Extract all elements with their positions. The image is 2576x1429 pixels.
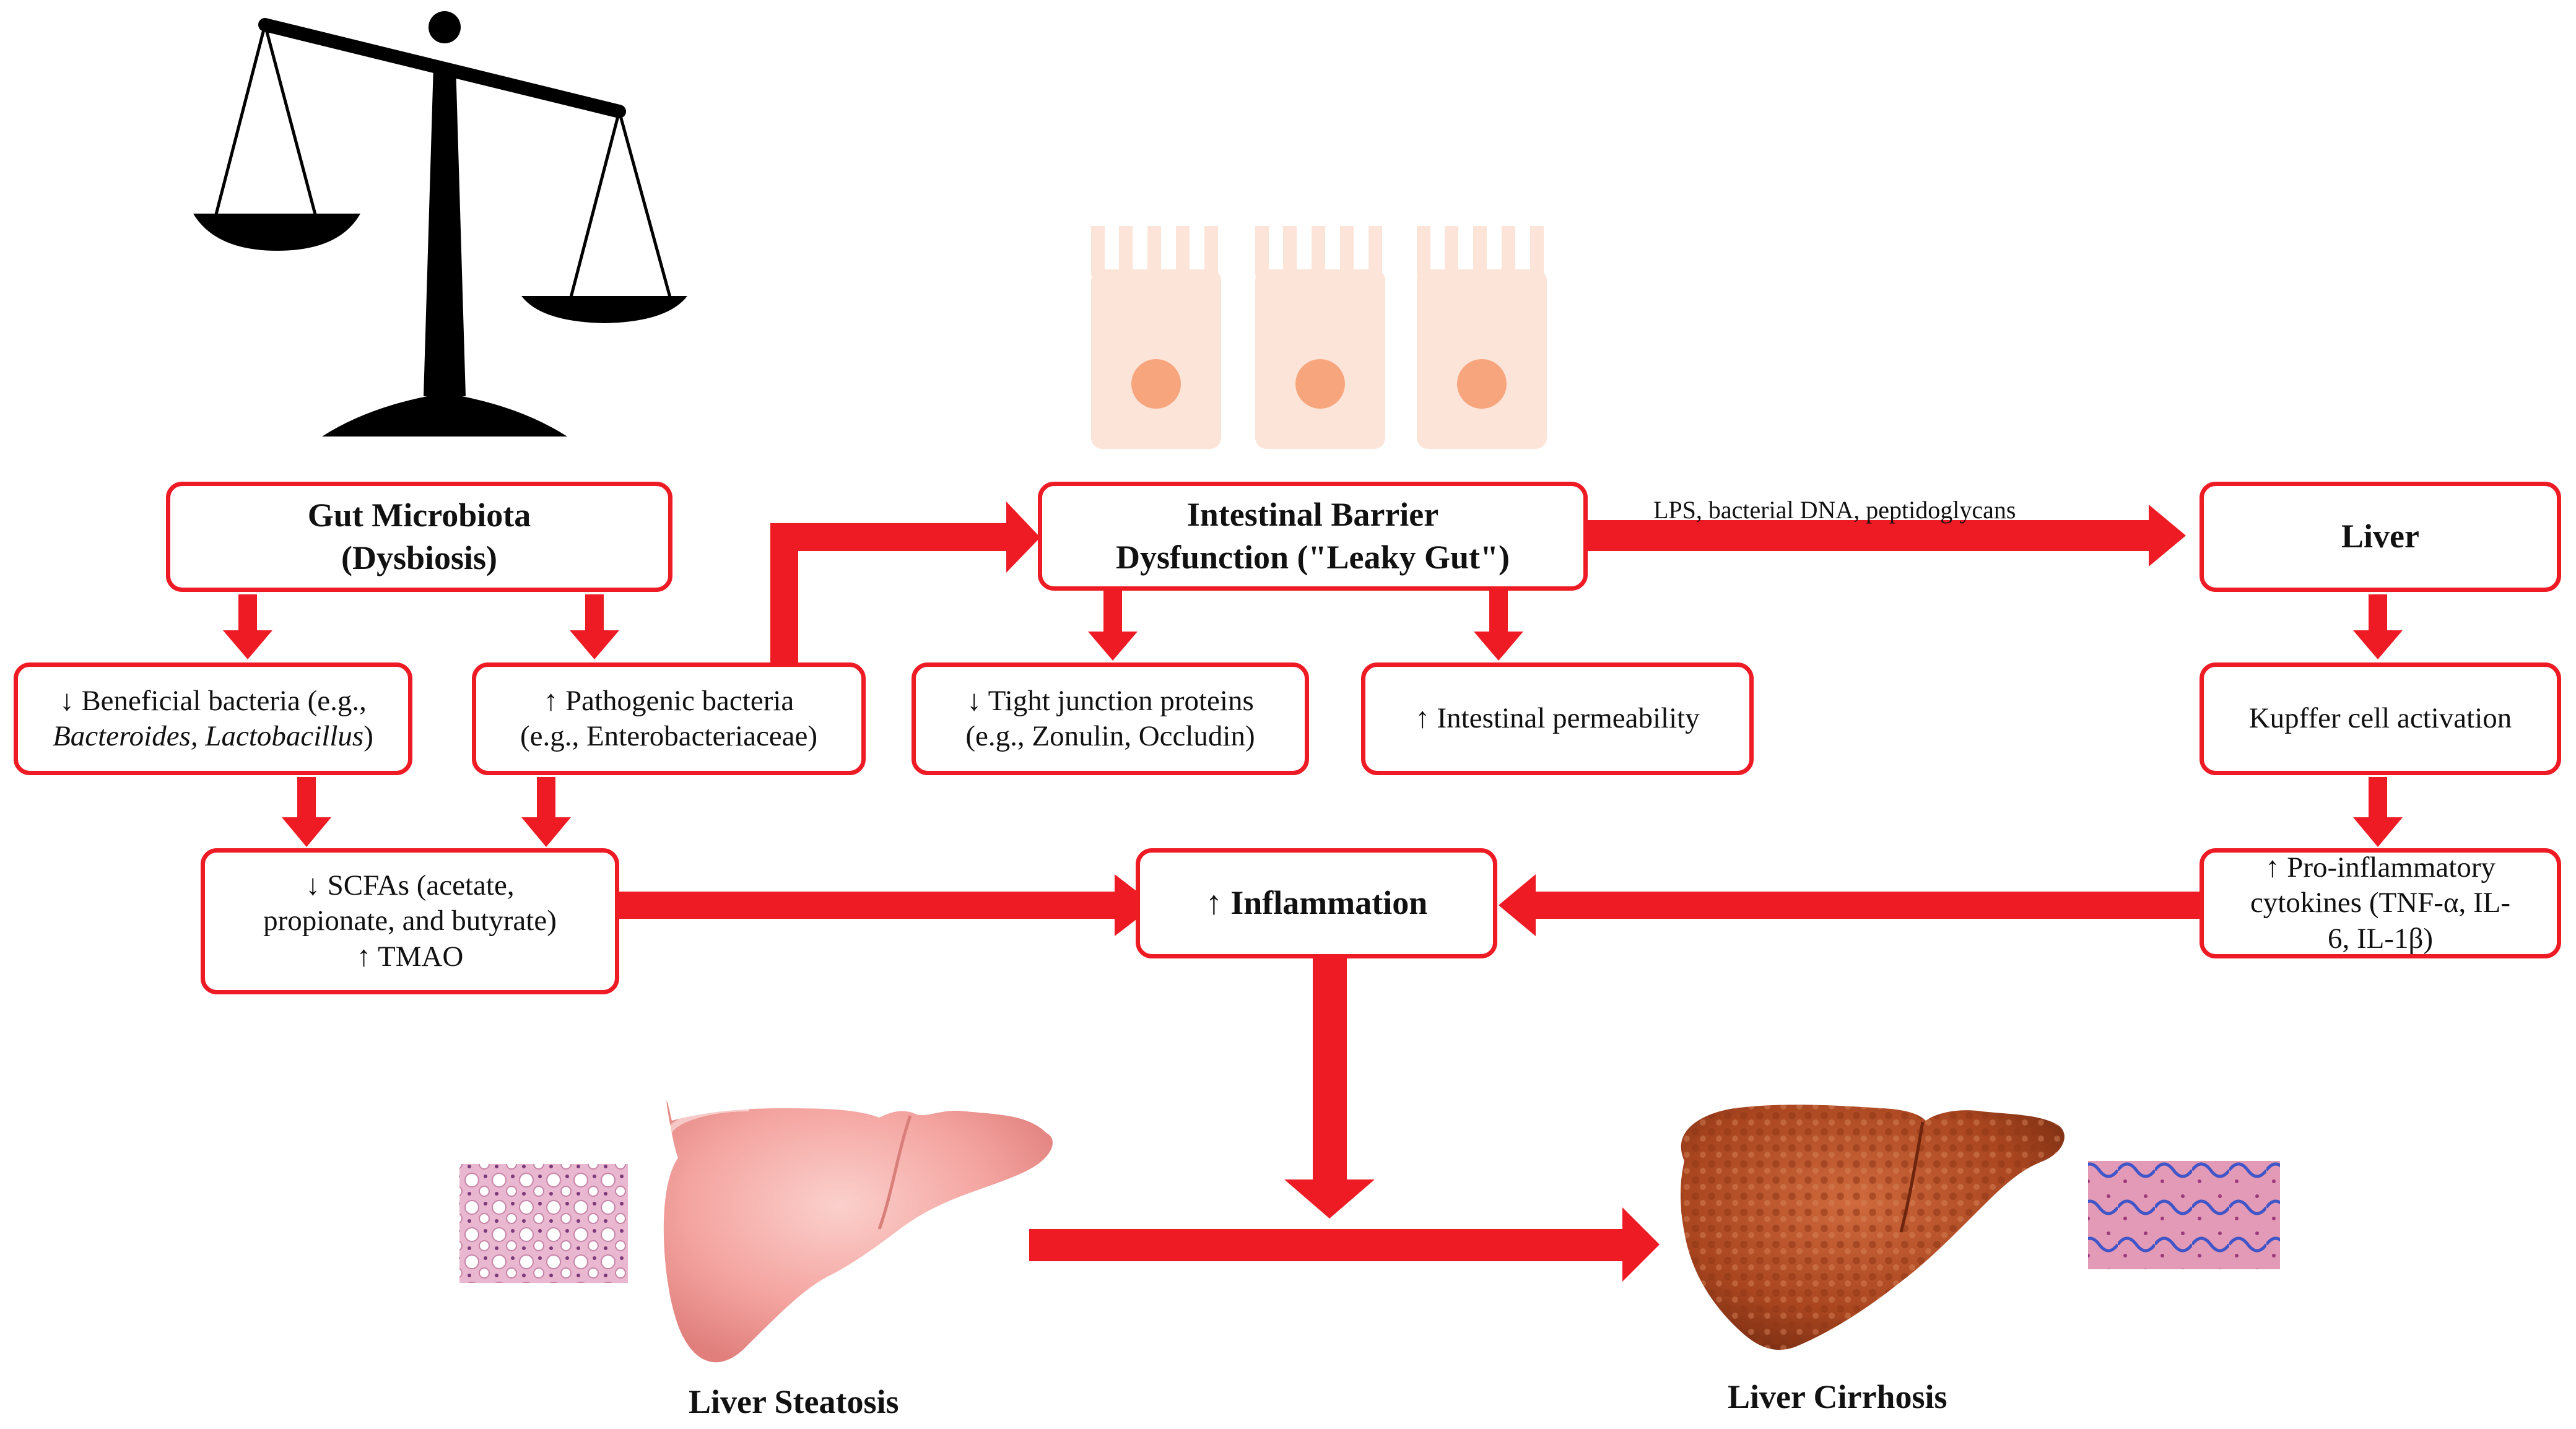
histology-steatosis-icon <box>459 1164 628 1283</box>
fatty-liver-illustration <box>663 1100 1053 1363</box>
node-beneficial-line2: Bacteroides, Lactobacillus <box>53 720 364 752</box>
node-kupffer-line1: Kupffer cell activation <box>2248 702 2512 735</box>
node-tight-junction: ↓ Tight junction proteins (e.g., Zonulin… <box>912 662 1309 775</box>
arrow-barrier-to-liver <box>1586 505 2186 567</box>
node-beneficial-line2-wrap: Bacteroides, Lactobacillus) <box>53 719 373 754</box>
histology-fibrosis-icon <box>2088 1161 2280 1269</box>
node-beneficial-line1: ↓ Beneficial bacteria (e.g., <box>59 684 367 717</box>
node-liver: Liver <box>2200 482 2561 592</box>
node-barrier-line2: Dysfunction ("Leaky Gut") <box>1115 539 1510 576</box>
arrow-liver-to-kupffer <box>2353 594 2403 659</box>
node-scfa-line2: propionate, and butyrate) <box>263 905 557 937</box>
arrow-kupffer-to-cytokines <box>2353 777 2403 847</box>
node-gut-microbiota-line1: Gut Microbiota <box>307 496 531 534</box>
node-pathogenic-line1: ↑ Pathogenic bacteria <box>543 684 794 717</box>
node-barrier-dysfunction: Intestinal Barrier Dysfunction ("Leaky G… <box>1038 482 1588 591</box>
arrow-barrier-to-tightjunction <box>1088 589 1138 661</box>
edge-label-lps: LPS, bacterial DNA, peptidoglycans <box>1653 496 2016 524</box>
cirrhotic-liver-illustration <box>1681 1105 2065 1350</box>
node-scfa-line1: ↓ SCFAs (acetate, <box>305 869 515 901</box>
node-gut-microbiota-line2: (Dysbiosis) <box>341 539 498 576</box>
intestinal-epithelial-cells-icon <box>1091 226 1547 449</box>
node-inflammation-line1: ↑ Inflammation <box>1205 884 1428 922</box>
node-scfa-line3: ↑ TMAO <box>356 940 464 973</box>
node-permeability-line1: ↑ Intestinal permeability <box>1415 702 1700 735</box>
arrow-steatosis-to-cirrhosis <box>1029 1207 1660 1282</box>
node-kupffer: Kupffer cell activation <box>2200 662 2561 775</box>
caption-liver-cirrhosis: Liver Cirrhosis <box>1728 1378 1947 1415</box>
node-cytokines-line3: 6, IL-1β) <box>2327 922 2434 955</box>
flow-arrows <box>223 502 2403 1282</box>
node-liver-line1: Liver <box>2341 518 2419 555</box>
node-scfa: ↓ SCFAs (acetate, propionate, and butyra… <box>201 848 619 994</box>
node-cytokines-line1: ↑ Pro-inflammatory <box>2265 851 2496 884</box>
node-tight-junction-line1: ↓ Tight junction proteins <box>967 684 1254 717</box>
arrow-pathogenic-to-barrier <box>770 502 1040 666</box>
node-pathogenic-bacteria: ↑ Pathogenic bacteria (e.g., Enterobacte… <box>472 662 866 775</box>
balance-scale-icon <box>193 11 687 437</box>
node-barrier-line1: Intestinal Barrier <box>1186 495 1439 533</box>
node-cytokines-line2: cytokines (TNF-α, IL- <box>2250 887 2511 919</box>
arrow-barrier-to-permeability <box>1474 589 1523 661</box>
node-permeability: ↑ Intestinal permeability <box>1361 662 1754 775</box>
arrow-cytokines-to-inflammation <box>1499 874 2201 936</box>
node-pathogenic-line2: (e.g., Enterobacteriaceae) <box>520 720 818 752</box>
arrow-gut-to-beneficial <box>223 594 272 659</box>
node-tight-junction-line2: (e.g., Zonulin, Occludin) <box>965 720 1255 752</box>
node-inflammation: ↑ Inflammation <box>1136 848 1497 958</box>
node-beneficial-bacteria: ↓ Beneficial bacteria (e.g., Bacteroides… <box>14 662 412 775</box>
arrow-gut-to-pathogenic <box>570 594 619 659</box>
caption-liver-steatosis: Liver Steatosis <box>689 1383 899 1420</box>
node-beneficial-line2-suffix: ) <box>363 720 373 752</box>
arrow-scfa-to-inflammation <box>619 874 1155 936</box>
arrow-inflammation-down <box>1284 957 1375 1218</box>
arrow-pathogenic-to-scfa <box>521 777 571 847</box>
node-cytokines: ↑ Pro-inflammatory cytokines (TNF-α, IL-… <box>2200 848 2561 958</box>
arrow-beneficial-to-scfa <box>282 777 331 847</box>
node-gut-microbiota: Gut Microbiota (Dysbiosis) <box>166 482 672 592</box>
